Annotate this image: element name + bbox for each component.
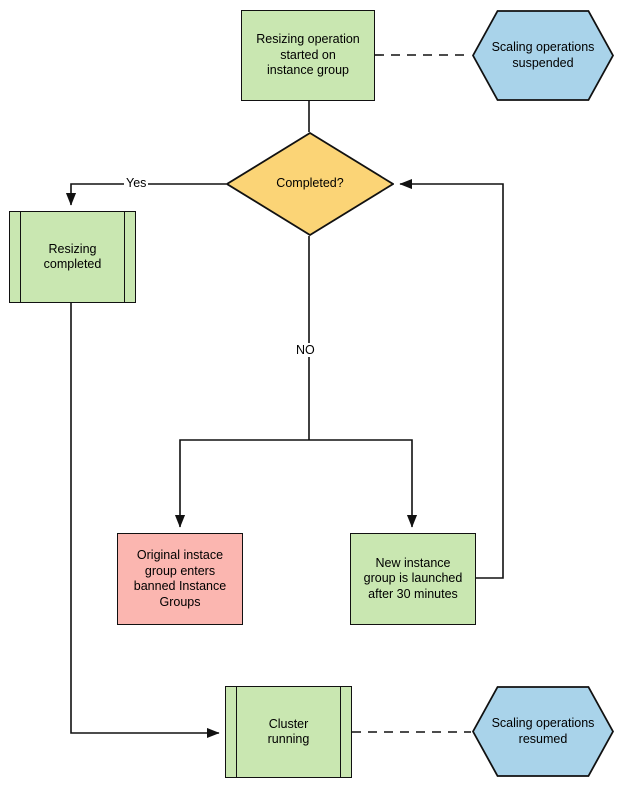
cluster-running-node-label: Cluster running [267,716,310,747]
edge-completed-yes-to-resizing-completed [65,183,226,206]
hexagon-outline [472,686,614,777]
resizing-completed-node[interactable]: Resizing completed [9,211,136,303]
scaling-operations-suspended-node[interactable]: Scaling operations suspended [472,10,614,101]
completed-decision-node-label: Completed? [276,176,344,191]
decision-outline [226,132,394,236]
edge-split-to-new-instance-group [309,439,418,528]
new-instance-group-launched-node-label: New instance group is launched after 30 … [363,555,463,601]
original-instance-group-banned-node[interactable]: Original instace group enters banned Ins… [117,533,243,625]
edge-new-instance-group-back-to-completed [399,178,504,579]
resizing-completed-node-label: Resizing completed [43,241,102,272]
completed-decision-node[interactable]: Completed? [226,132,394,236]
original-instance-group-banned-node-label: Original instace group enters banned Ins… [133,548,227,609]
edge-label-no: NO [294,343,317,357]
edge-label-yes: Yes [124,176,149,190]
cluster-running-node[interactable]: Cluster running [225,686,352,778]
hexagon-outline [472,10,614,101]
scaling-operations-resumed-node-label: Scaling operations resumed [491,716,595,746]
resizing-operation-started-node[interactable]: Resizing operation started on instance g… [241,10,375,101]
new-instance-group-launched-node[interactable]: New instance group is launched after 30 … [350,533,476,625]
scaling-operations-suspended-node-label: Scaling operations suspended [491,40,595,70]
resizing-operation-started-node-label: Resizing operation started on instance g… [256,32,360,78]
edge-resizing-completed-to-cluster-running [70,303,220,739]
scaling-operations-resumed-node[interactable]: Scaling operations resumed [472,686,614,777]
edge-split-to-original-banned [174,439,309,528]
